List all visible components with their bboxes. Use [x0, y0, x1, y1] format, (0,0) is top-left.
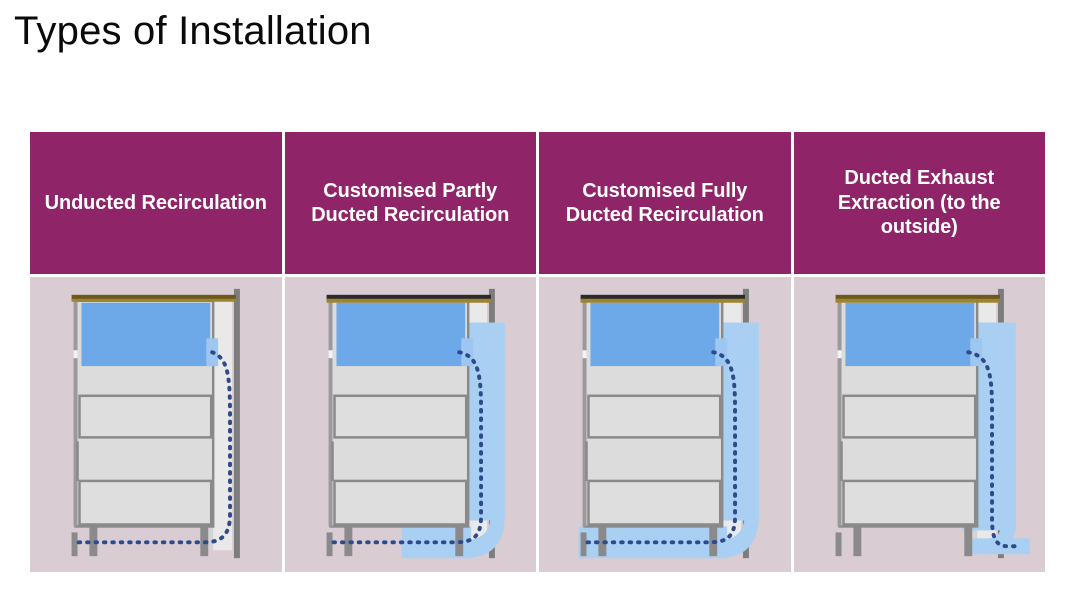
- customised-fully-ducted-recirculation-diagram: [578, 288, 759, 559]
- airflow-path: [75, 350, 232, 545]
- worktop-edge: [835, 298, 1000, 303]
- cabinet-left-notch: [837, 350, 842, 359]
- diagram-cell-unducted-recirculation: [30, 274, 285, 572]
- sash-window: [81, 302, 211, 367]
- plinth-left: [71, 532, 78, 557]
- drawer-bottom: [78, 479, 213, 526]
- airflow-path: [330, 350, 483, 545]
- leg-left: [598, 524, 607, 557]
- diagram-cell-ducted-exhaust-extraction: [793, 274, 1045, 572]
- duct-wall-penetration: [987, 538, 1030, 555]
- airflow-path: [965, 350, 1020, 549]
- worktop-edge: [326, 298, 491, 303]
- worktop-slab: [71, 294, 236, 301]
- cabinet-left-frame: [73, 300, 78, 527]
- header-cell-ducted-exhaust-extraction: Ducted Exhaust Extraction (to the outsid…: [793, 132, 1045, 274]
- wall: [233, 288, 240, 559]
- drawer-bottom: [332, 479, 467, 526]
- table-header-row: Unducted Recirculation Customised Partly…: [30, 132, 1045, 274]
- installation-types-table: Unducted Recirculation Customised Partly…: [30, 132, 1045, 572]
- sash-outlet: [715, 338, 728, 367]
- cabinet-left-notch: [328, 350, 333, 359]
- cabinet-left-frame: [837, 300, 842, 527]
- worktop-slab: [580, 294, 745, 301]
- plinth-left: [580, 532, 587, 557]
- diagram-cell-customised-partly-ducted-recirculation: [284, 274, 539, 572]
- leg-left: [852, 524, 861, 557]
- header-cell-customised-fully-ducted-recirculation: Customised Fully Ducted Recirculation: [539, 132, 794, 274]
- worktop-slab: [835, 294, 1000, 301]
- plinth-left: [835, 532, 842, 557]
- drawer-top: [587, 394, 722, 439]
- ducted-exhaust-extraction-diagram: [835, 288, 1030, 559]
- worktop-slab: [326, 294, 491, 301]
- header-cell-unducted-recirculation: Unducted Recirculation: [30, 132, 285, 274]
- customised-partly-ducted-recirculation-diagram: [326, 288, 505, 559]
- drawer-top: [332, 394, 467, 439]
- drawer-bottom: [841, 479, 976, 526]
- diagram-cell-customised-fully-ducted-recirculation: [539, 274, 794, 572]
- leg-left: [89, 524, 98, 557]
- airflow-path: [580, 350, 738, 545]
- sash-window: [844, 302, 974, 367]
- worktop-edge: [71, 298, 236, 302]
- cabinet-left-notch: [73, 350, 78, 359]
- plinth-left: [326, 532, 333, 557]
- table-diagram-row: [30, 274, 1045, 572]
- cabinet-left-frame: [582, 300, 587, 527]
- sash-outlet: [460, 338, 473, 367]
- drawer-top: [841, 394, 976, 439]
- page-title: Types of Installation: [14, 9, 372, 53]
- cabinet-left-frame: [328, 300, 333, 527]
- unducted-recirculation-diagram: [71, 288, 240, 559]
- sash-window: [590, 302, 720, 367]
- cabinet-left-notch: [582, 350, 587, 359]
- duct-full-outer: [578, 322, 759, 559]
- leg-left: [343, 524, 352, 557]
- drawer-top: [78, 394, 213, 439]
- sash-outlet: [969, 338, 982, 367]
- leg-right: [963, 524, 972, 557]
- drawer-bottom: [587, 479, 722, 526]
- leg-right: [200, 524, 209, 557]
- header-cell-customised-partly-ducted-recirculation: Customised Partly Ducted Recirculation: [284, 132, 539, 274]
- sash-window: [335, 302, 465, 367]
- worktop-edge: [580, 298, 745, 303]
